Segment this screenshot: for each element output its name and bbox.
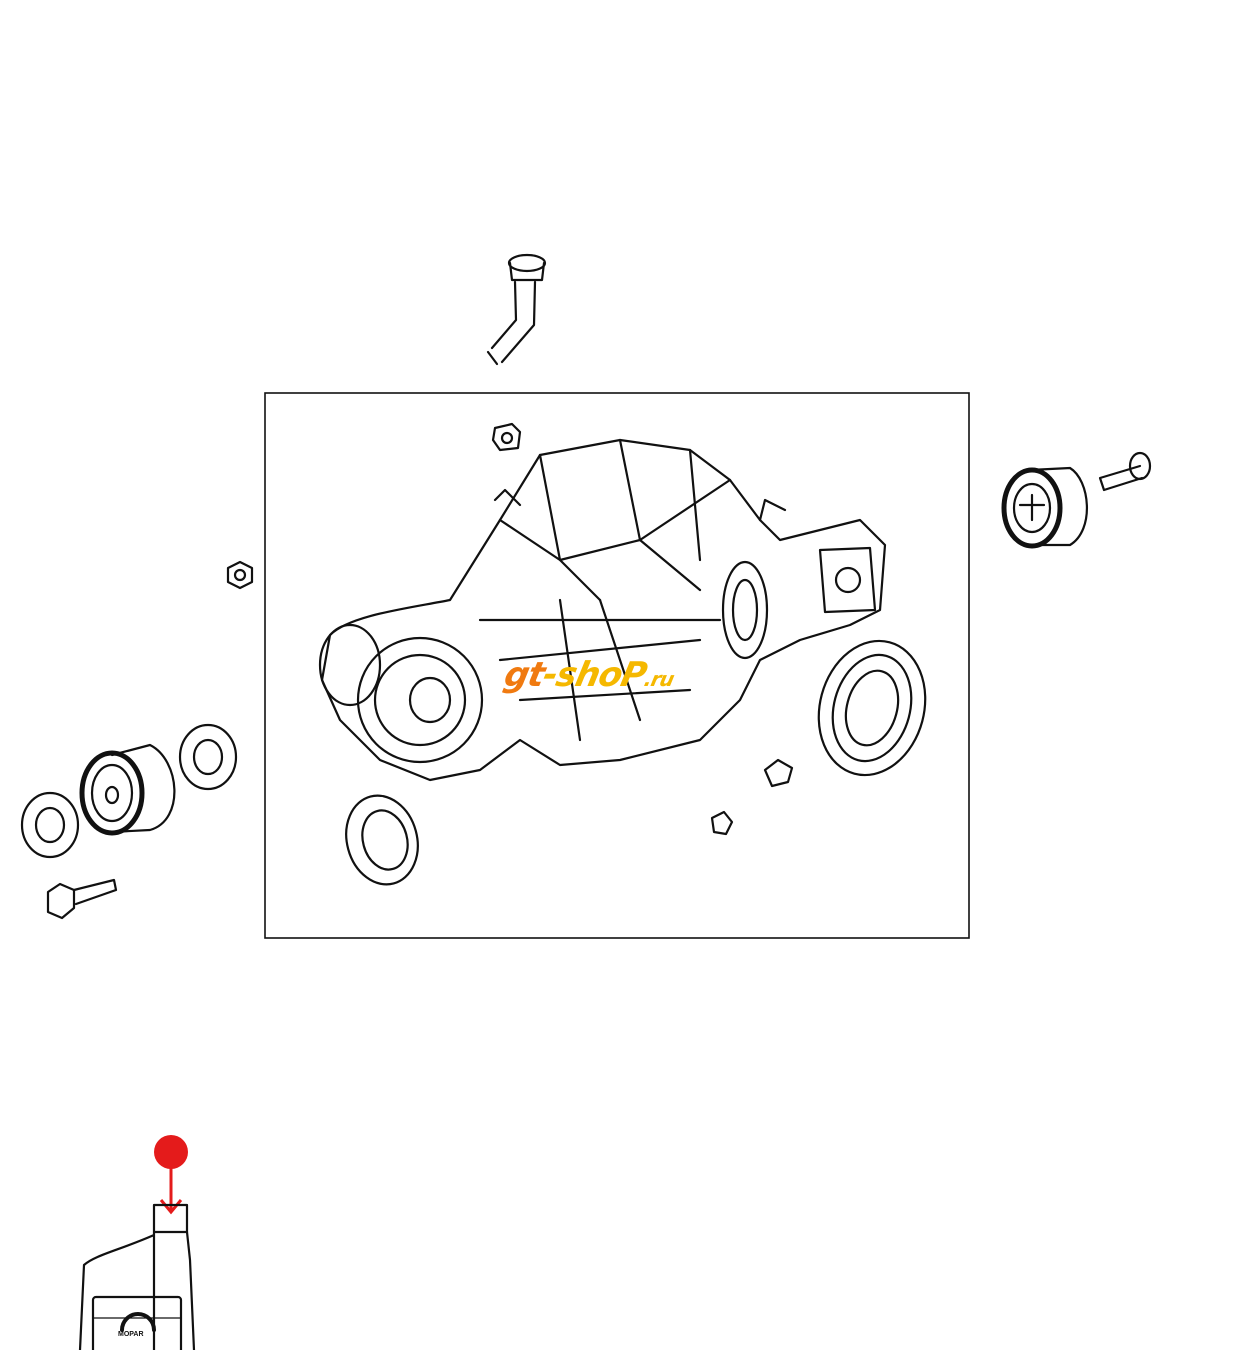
assembly-frame [264,392,970,939]
watermark-part-shop: -shoP [539,655,650,695]
washer-upper [178,723,238,791]
pinion-seal [345,794,419,886]
watermark-logo: gt-shoP.ru [501,655,679,695]
differential-housing [318,438,887,782]
plug-2 [710,810,734,836]
fluid-bottle [78,1203,196,1350]
watermark-part-ru: .ru [642,667,676,691]
clip [491,422,522,452]
vent-tube [486,253,547,366]
plug-1 [763,758,794,788]
callout-marker [154,1135,188,1215]
washer-lower [20,791,80,859]
left-bushing [79,743,176,836]
left-bolt [46,878,118,920]
nut [226,560,254,590]
right-bolt [1098,451,1152,492]
bottle-label: MOPAR [118,1331,144,1338]
right-bushing [1001,466,1089,549]
side-bearing [817,639,927,777]
